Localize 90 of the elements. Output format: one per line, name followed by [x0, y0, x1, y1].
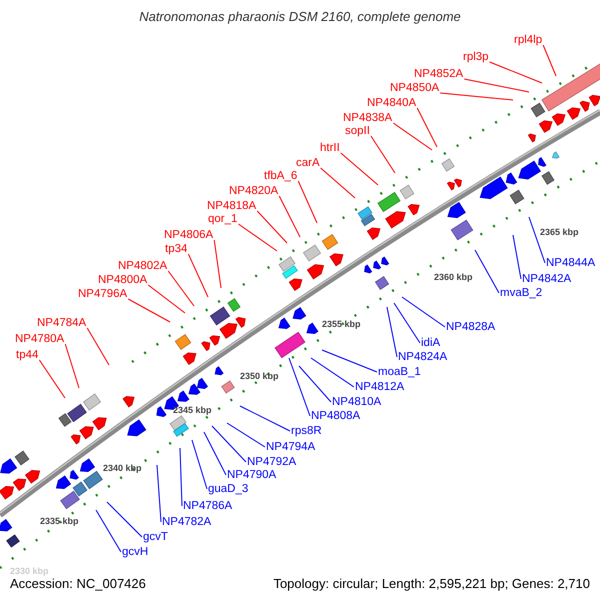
gene-label: carA — [296, 156, 320, 170]
leader-line — [489, 62, 542, 84]
position-label: 2340 kbp — [103, 463, 142, 473]
gene-label: NP4820A — [229, 184, 278, 198]
gene-label: mvaB_2 — [500, 286, 542, 300]
position-label: 2345 kbp — [173, 405, 212, 415]
title: Natronomonas pharaonis DSM 2160, complete genome — [138, 10, 462, 24]
gene-label: idiA — [421, 336, 440, 350]
gene-label: NP4802A — [118, 259, 168, 273]
leader-line — [278, 196, 300, 238]
leader-line — [310, 358, 354, 388]
gene-label: sopII — [345, 124, 370, 138]
leader-line — [188, 254, 208, 298]
gene-label: NP4810A — [332, 395, 382, 409]
position-label: 2355 kbp — [322, 319, 361, 329]
leader-line — [96, 510, 122, 552]
leader-line — [226, 422, 266, 448]
gene-label: NP4842A — [522, 272, 572, 286]
footer-text: Topology: circular; Length: 2,595,221 bp; Genes: 2,710 — [273, 577, 590, 591]
gene-label: NP4818A — [207, 199, 256, 213]
gene-label: tfbA_6 — [264, 169, 298, 183]
gene-label: rpl3p — [463, 50, 489, 64]
leader-line — [440, 92, 514, 100]
leader-line — [322, 350, 378, 372]
leader-line — [320, 168, 356, 198]
position-label: 2360 kbp — [434, 272, 473, 282]
leader-line — [128, 298, 170, 322]
gene-label: gcvH — [122, 545, 148, 559]
leader-line — [370, 136, 396, 174]
gene-label: rps8R — [291, 424, 322, 438]
gene-label: NP4824A — [398, 350, 448, 364]
leader-line — [148, 284, 186, 314]
leader-line — [240, 406, 290, 432]
leader-line — [256, 210, 288, 244]
gene-label: tp34 — [165, 242, 188, 256]
gene-label: NP4794A — [266, 440, 316, 454]
gene-label: guaD_3 — [208, 482, 248, 496]
gene-label: qor_1 — [208, 212, 238, 226]
leader-line — [474, 250, 500, 294]
leader-line — [192, 440, 208, 490]
gene-label: NP4782A — [162, 515, 212, 529]
leader-line — [298, 366, 332, 402]
gene-label: NP4838A — [343, 111, 392, 125]
gene-label: rpl4lp — [514, 33, 542, 47]
gene-label: NP4800A — [98, 273, 148, 287]
position-label: 2350 kbp — [240, 371, 279, 381]
leader-line — [392, 122, 432, 150]
leader-line — [156, 464, 162, 522]
leader-line — [402, 296, 446, 328]
gene-label: NP4844A — [546, 256, 596, 270]
gene-label: NP4808A — [311, 409, 360, 423]
gene-label: NP4806A — [164, 228, 214, 242]
leader-line — [204, 432, 226, 476]
leader-line — [528, 216, 546, 264]
leader-line — [86, 328, 110, 366]
leader-line — [512, 234, 522, 280]
gene-label: tp44 — [16, 348, 38, 362]
position-label: 2335 kbp — [40, 516, 79, 526]
leader-line — [38, 360, 66, 398]
gene-label: NP4786A — [183, 499, 232, 513]
leader-line — [340, 152, 378, 186]
leader-line — [180, 448, 182, 506]
gene-label: moaB_1 — [378, 365, 421, 379]
leader-line — [168, 270, 194, 306]
gene-label: NP4796A — [78, 287, 128, 301]
gene-label: NP4812A — [355, 380, 404, 394]
gene-label: NP4840A — [367, 96, 416, 110]
leader-line — [212, 426, 246, 462]
leader-line — [106, 502, 142, 538]
gene-label: NP4828A — [446, 320, 496, 334]
leader-line — [464, 78, 530, 92]
leader-line — [542, 44, 556, 76]
leader-line — [64, 344, 80, 388]
leader-line — [394, 302, 420, 344]
leader-line — [214, 240, 222, 288]
leader-line — [416, 108, 438, 148]
gene-label: gcvT — [143, 530, 168, 544]
gene-label: NP4784A — [37, 316, 86, 330]
gene-label: NP4790A — [227, 468, 276, 482]
leader-line — [386, 306, 398, 358]
gene-label: NP4792A — [247, 455, 296, 469]
leader-line — [238, 224, 278, 252]
gene-label: NP4850A — [390, 81, 440, 95]
leader-line — [298, 180, 318, 224]
leader-line — [288, 358, 310, 416]
gene-label: htrII — [320, 141, 340, 155]
gene-label: NP4780A — [15, 332, 64, 346]
position-label: 2365 kbp — [540, 227, 579, 237]
footer-text: Accession: NC_007426 — [10, 577, 146, 591]
gene-label: NP4852A — [414, 67, 464, 81]
